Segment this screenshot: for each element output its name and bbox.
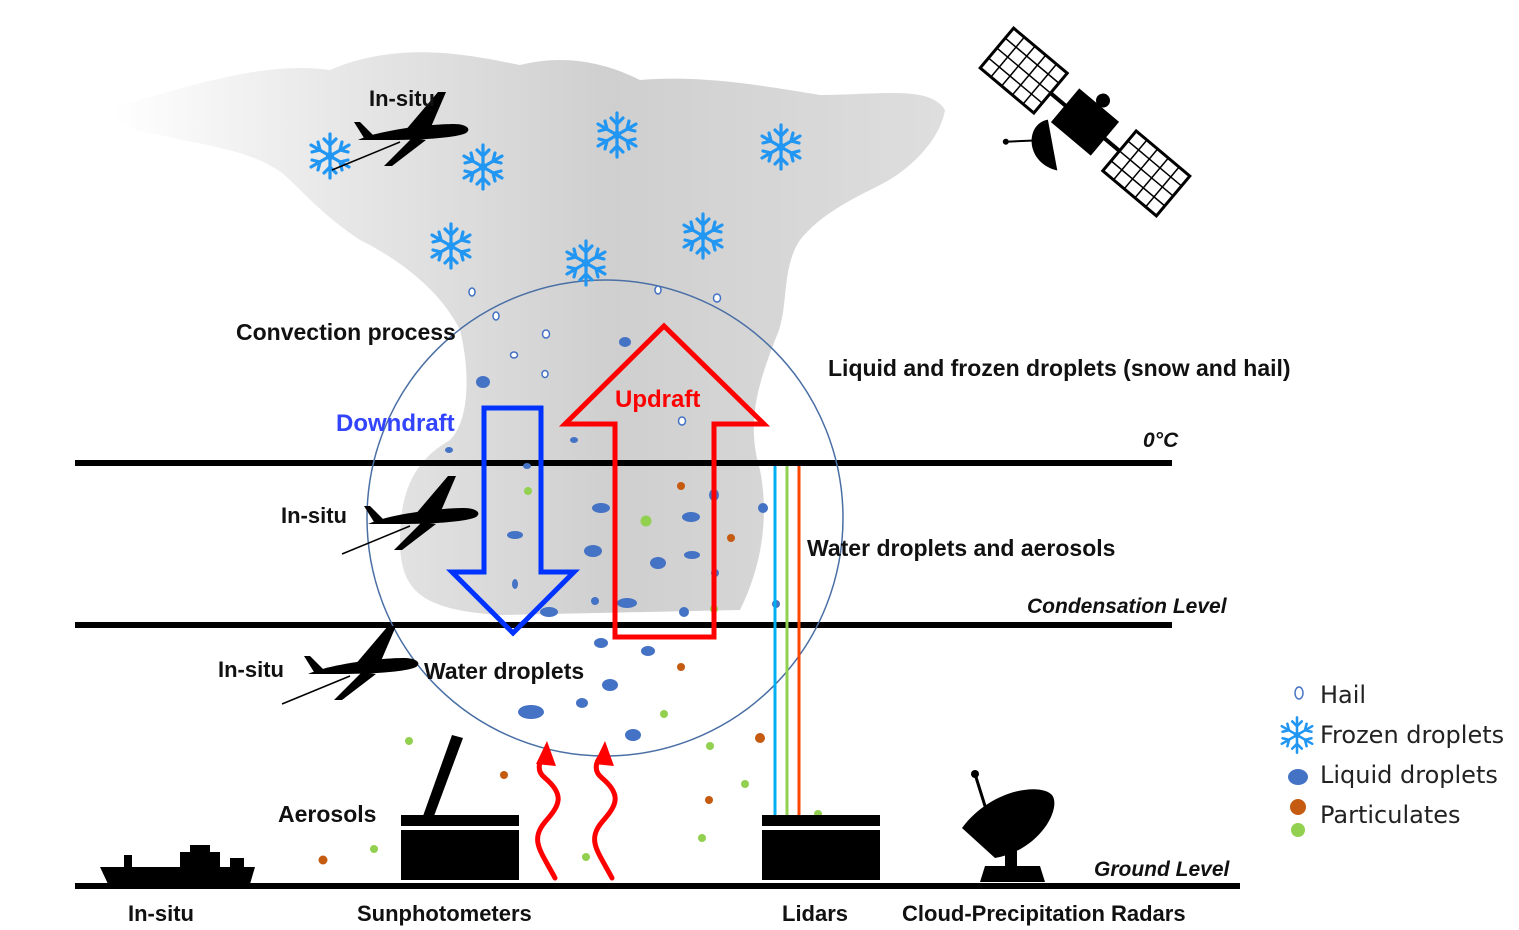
insitu-label-top: In-situ bbox=[369, 86, 435, 111]
downdraft-arrow bbox=[445, 405, 581, 637]
legend-label-particulates: Particulates bbox=[1320, 801, 1461, 829]
aerosols-label: Aerosols bbox=[278, 801, 377, 827]
cloud-shape bbox=[113, 52, 946, 615]
hail-icon bbox=[468, 287, 476, 297]
radar-dish-icon bbox=[962, 770, 1055, 882]
heat-arrows bbox=[535, 752, 618, 881]
hail-icon bbox=[509, 351, 519, 359]
condensation-level-label: Condensation Level bbox=[1027, 595, 1227, 618]
updraft-arrow bbox=[558, 322, 771, 640]
legend-label-hail: Hail bbox=[1320, 681, 1367, 709]
insitu-label-mid: In-situ bbox=[281, 503, 347, 528]
hail-icon bbox=[1294, 686, 1304, 700]
convection-process-label: Convection process bbox=[236, 319, 456, 345]
liquid-frozen-label: Liquid and frozen droplets (snow and hai… bbox=[828, 355, 1291, 381]
hail-icon bbox=[712, 293, 722, 303]
airplane-icon-low bbox=[281, 625, 420, 705]
hail-icon bbox=[492, 311, 500, 321]
snowflake-icon bbox=[1280, 716, 1314, 754]
hail-particles bbox=[468, 285, 722, 426]
liquid-droplet-icon bbox=[1288, 769, 1308, 785]
particulate-icon bbox=[1290, 799, 1306, 815]
insitu-label-low: In-situ bbox=[218, 657, 284, 682]
hail-icon bbox=[541, 329, 551, 339]
bottom-label-lidars: Lidars bbox=[782, 901, 849, 926]
ship-icon bbox=[100, 845, 255, 884]
sunphotometer-icon bbox=[401, 735, 519, 880]
zero-degree-label: 0°C bbox=[1143, 429, 1179, 452]
legend-icons bbox=[1280, 686, 1314, 837]
ground-level-label: Ground Level bbox=[1094, 858, 1230, 881]
water-droplets-label: Water droplets bbox=[424, 658, 585, 684]
hail-icon bbox=[654, 285, 662, 295]
downdraft-label: Downdraft bbox=[336, 410, 455, 437]
bottom-label-sunphotometers: Sunphotometers bbox=[357, 901, 532, 926]
water-aerosols-label: Water droplets and aerosols bbox=[807, 535, 1116, 561]
heat-arrowheads bbox=[536, 741, 614, 766]
lidar-instrument-icon bbox=[762, 815, 880, 880]
updraft-label: Updraft bbox=[615, 386, 701, 413]
bottom-label-insitu: In-situ bbox=[128, 901, 194, 926]
particulate-icon bbox=[1291, 823, 1305, 837]
satellite-icon bbox=[978, 26, 1192, 218]
legend-label-frozen: Frozen droplets bbox=[1320, 721, 1505, 749]
bottom-label-radars: Cloud-Precipitation Radars bbox=[902, 901, 1186, 926]
hail-icon bbox=[541, 369, 549, 379]
legend-label-liquid: Liquid droplets bbox=[1320, 761, 1498, 789]
hail-icon bbox=[677, 416, 687, 426]
